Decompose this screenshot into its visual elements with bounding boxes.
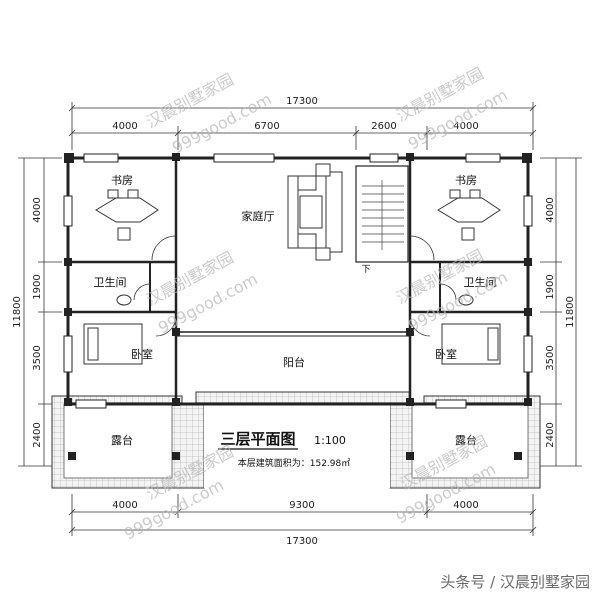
- dim-left-total: 11800: [12, 296, 23, 328]
- label-balcony: 阳台: [283, 355, 305, 369]
- toilet-icon: [116, 294, 474, 306]
- desk-icon: [95, 189, 501, 241]
- dim-bottom-1: 4000: [112, 500, 137, 511]
- label-bed-right: 卧室: [435, 347, 457, 361]
- label-bath-left: 卫生间: [94, 275, 127, 289]
- walls: [66, 156, 530, 406]
- label-study-right: 书房: [455, 174, 477, 187]
- label-bath-right: 卫生间: [464, 275, 497, 289]
- label-terrace-left: 露台: [111, 433, 133, 447]
- sofa-icon: [287, 163, 343, 261]
- dim-left-3: 3500: [32, 345, 43, 370]
- dim-left-2: 1900: [32, 274, 43, 299]
- dim-right-3: 3500: [545, 345, 556, 370]
- dim-top-2: 6700: [254, 121, 279, 132]
- label-family-hall: 家庭厅: [242, 209, 275, 223]
- dim-top-total: 17300: [286, 96, 318, 107]
- dim-left-4: 2400: [32, 422, 43, 447]
- dim-right-2: 1900: [545, 274, 556, 299]
- label-terrace-right: 露台: [455, 433, 477, 447]
- dim-right-4: 2400: [545, 422, 556, 447]
- dim-top-1: 4000: [112, 121, 137, 132]
- source-credit: 头条号 / 汉晨别墅家园: [440, 573, 590, 591]
- right-dimensions: [540, 157, 582, 467]
- terraces: [51, 391, 541, 489]
- bottom-dimensions: [68, 494, 537, 536]
- left-dimensions: [18, 157, 62, 467]
- label-study-left: 书房: [111, 174, 133, 187]
- label-bed-left: 卧室: [131, 347, 153, 361]
- plan-title: 三层平面图: [220, 430, 295, 448]
- dim-top-3: 2600: [371, 121, 396, 132]
- plan-area: 本层建筑面积为：152.98㎡: [238, 457, 351, 469]
- windows: [63, 153, 533, 409]
- dim-bottom-2: 9300: [289, 500, 314, 511]
- dim-right-total: 11800: [565, 296, 576, 328]
- columns: [64, 153, 532, 460]
- dim-bottom-3: 4000: [453, 500, 478, 511]
- stair-treads: [362, 180, 404, 250]
- bed-icon: [83, 323, 501, 365]
- label-stair-down: 下: [361, 265, 370, 275]
- dim-top-4: 4000: [453, 121, 478, 132]
- plan-scale: 1:100: [314, 434, 346, 447]
- dim-bottom-total: 17300: [286, 536, 318, 547]
- dim-right-1: 4000: [545, 197, 556, 222]
- dim-left-1: 4000: [32, 197, 43, 222]
- top-dimensions: [68, 102, 537, 150]
- door-swings: [133, 235, 457, 337]
